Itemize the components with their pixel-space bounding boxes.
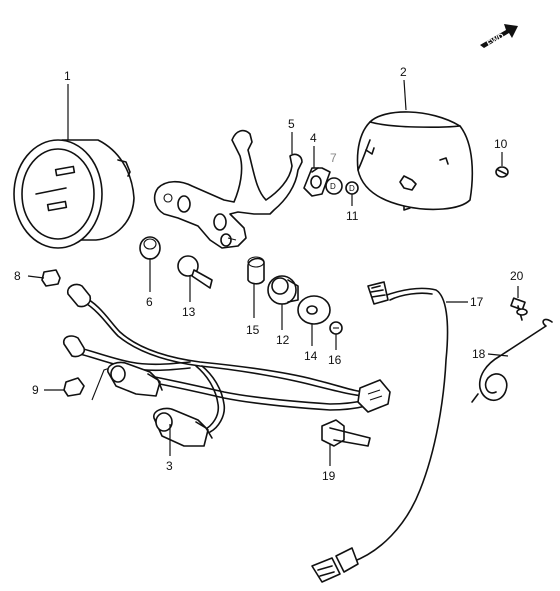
lamp-socket-holder [303, 167, 331, 197]
callout-19: 19 [322, 469, 336, 483]
callout-4: 4 [310, 131, 317, 145]
bulb-9 [63, 377, 85, 397]
grommet-15 [247, 256, 265, 285]
callout-1: 1 [64, 69, 71, 83]
washer-7-mark: D [330, 182, 336, 191]
lamp-socket-upper [107, 361, 163, 397]
fwd-arrow-icon: FWD [480, 24, 518, 48]
washer-7: D [325, 177, 343, 195]
nut-11-mark: D [349, 184, 355, 193]
speedometer [13, 139, 135, 249]
speedometer-cable-17 [311, 281, 449, 583]
screw-10 [495, 166, 509, 178]
callout-7: 7 [330, 151, 337, 165]
callout-13: 13 [182, 305, 196, 319]
cushion-12 [267, 275, 299, 305]
callout-12: 12 [276, 333, 290, 347]
callout-2: 2 [400, 65, 407, 79]
bolt-13 [177, 255, 213, 289]
callout-20: 20 [510, 269, 524, 283]
callout-11: 11 [346, 209, 359, 223]
callout-5: 5 [288, 117, 295, 131]
callout-3: 3 [166, 459, 173, 473]
callout-9: 9 [32, 383, 39, 397]
callout-16: 16 [328, 353, 342, 367]
washer-14 [297, 295, 331, 325]
lamp-socket-3 [153, 407, 213, 447]
bulb-socket-top [66, 283, 92, 308]
grommet-6 [139, 236, 161, 260]
bolt-20 [510, 297, 528, 321]
callout-18: 18 [472, 347, 486, 361]
spring-clamp-18 [471, 318, 553, 403]
nut-16 [329, 321, 343, 335]
nut-11: D [345, 181, 359, 195]
callout-15: 15 [246, 323, 260, 337]
clamp-19 [321, 419, 371, 447]
callout-17: 17 [470, 295, 484, 309]
callout-14: 14 [304, 349, 318, 363]
harness-connector [357, 379, 391, 413]
bulb-8 [41, 269, 61, 287]
bulb-socket-mid [62, 335, 86, 358]
callout-8: 8 [14, 269, 21, 283]
callout-10: 10 [494, 137, 508, 151]
meter-bracket [153, 129, 303, 249]
meter-cover [356, 111, 474, 211]
callout-labels: 1 2 3 4 5 6 7 8 9 10 11 12 13 14 15 16 1… [14, 65, 524, 483]
leader-lines [27, 79, 519, 466]
callout-6: 6 [146, 295, 153, 309]
